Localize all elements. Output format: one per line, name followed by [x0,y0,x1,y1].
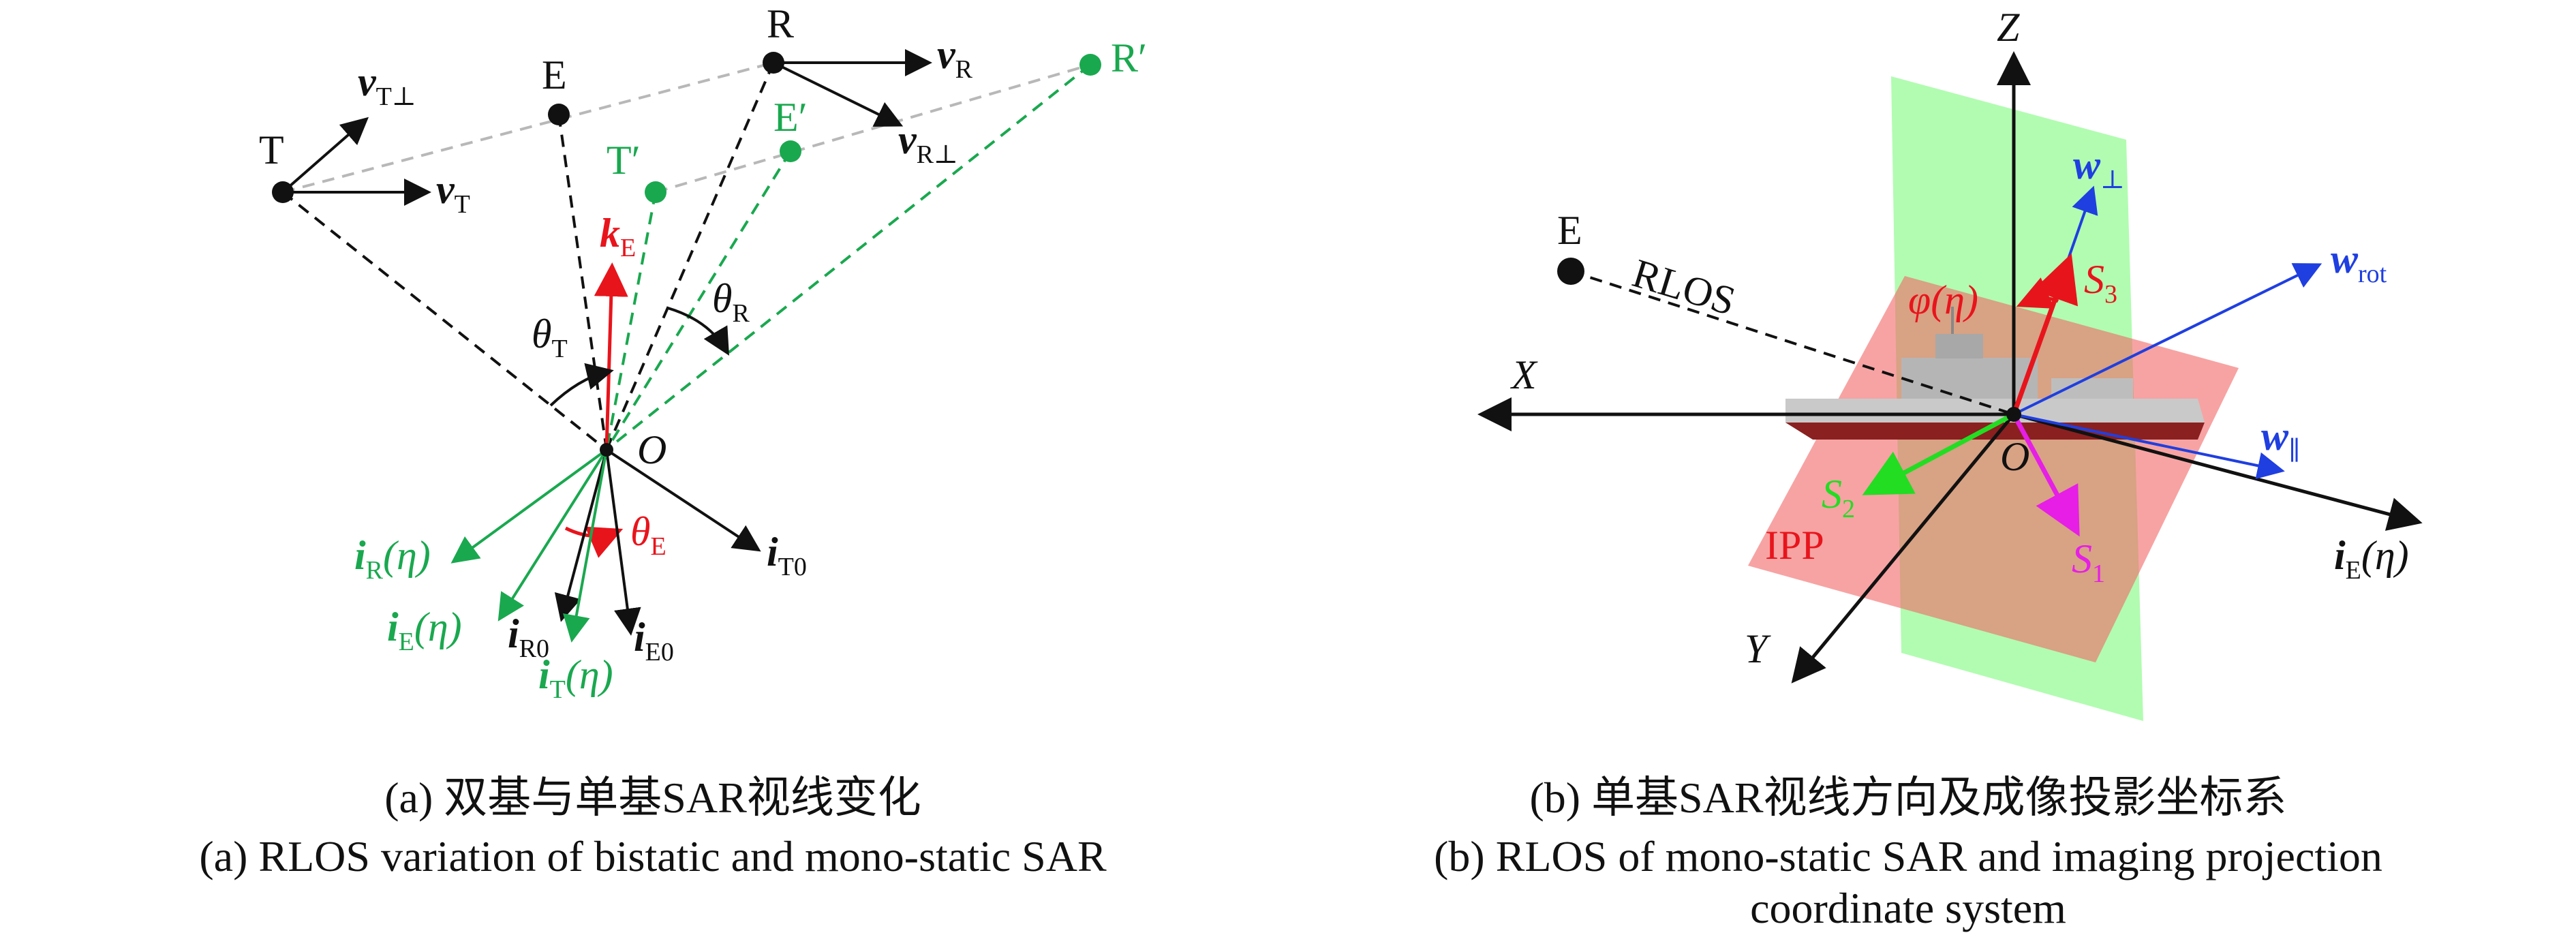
point-O-a [600,443,613,457]
label-v-T-perp: vT⊥ [358,59,416,111]
i-R0-arrow [554,449,608,622]
label-S1: S1 [2072,536,2105,588]
w-par-arrow [2013,413,2285,479]
theta-R-arc [667,307,730,356]
los-Tp-O [605,191,657,450]
point-E [548,104,570,125]
label-Tp: T′ [607,138,641,183]
point-R [763,52,784,74]
caption-a-en: (a) RLOS variation of bistatic and mono-… [199,832,1107,880]
point-O-b [2006,407,2021,422]
label-i-E0: iE0 [634,615,674,666]
label-i-R0: iR0 [508,611,549,663]
label-S3: S3 [2084,257,2117,309]
panel-a: T E R T′ E′ R′ O vT⊥ vT vR vR⊥ kE θT θR … [199,1,1147,880]
label-O-a: O [637,427,666,472]
theta-T-arc [549,363,614,407]
label-E-b: E [1557,208,1582,253]
S2-arrow [1862,412,2015,495]
label-Z: Z [1997,5,2020,50]
i-T0-arrow [605,448,761,552]
label-w-rot: wrot [2331,236,2387,288]
v-R-perp-arrow [773,61,904,127]
baseline-Tp-Rp [655,63,1091,194]
label-theta-R: θR [712,276,750,328]
k-E-arrow [594,262,628,450]
i-R-eta-arrow [450,448,608,564]
label-i-R-eta: iR(η) [354,533,431,585]
point-E-b [1557,258,1584,285]
label-ipp: IPP [1765,523,1824,568]
i-E-eta-arrow [497,448,608,622]
caption-a-cn: (a) 双基与单基SAR视线变化 [384,773,921,822]
panel-b: Z X Y O E RLOS φ(η) S3 S2 S1 w⊥ wrot w∥ … [1434,5,2423,932]
label-v-R: vR [937,32,973,84]
i-T-eta-arrow [563,449,608,643]
label-E: E [542,52,567,97]
caption-b-en-1: (b) RLOS of mono-static SAR and imaging … [1434,832,2382,880]
v-T-perp-arrow [281,117,369,194]
label-theta-T: θT [532,311,568,363]
label-Rp: R′ [1111,35,1147,80]
label-w-perp: w⊥ [2073,142,2125,194]
label-rlos: RLOS [1627,250,1741,324]
label-v-T: vT [436,167,470,219]
phi-arc [2016,277,2059,309]
label-i-T0: iT0 [767,530,807,581]
los-T-O [281,191,608,451]
point-Rp [1079,54,1101,76]
caption-b-en-2: coordinate system [1750,884,2066,932]
label-Y: Y [1745,626,1771,671]
S1-arrow [2011,413,2080,537]
point-T [272,181,294,203]
point-Tp [645,181,666,203]
ship-image [1785,307,2205,440]
label-i-E-b: iE(η) [2334,533,2409,585]
caption-b-cn: (b) 单基SAR视线方向及成像投影坐标系 [1529,773,2286,822]
label-X: X [1510,352,1538,397]
label-k-E: kE [600,211,636,262]
point-Ep [780,140,801,162]
axis-Y [1791,413,2015,684]
rlos-line [1570,270,2014,416]
label-R: R [767,1,794,46]
label-theta-E: θE [630,509,666,561]
axis-i-E [2013,412,2423,531]
los-Ep-O [605,150,792,451]
label-O-b: O [2000,434,2029,479]
los-R-O [605,62,775,450]
S3-arrow [2011,253,2079,416]
label-i-E-eta: iE(η) [387,604,462,656]
label-S2: S2 [1822,472,1855,523]
los-E-O [557,114,608,450]
label-T: T [259,127,284,172]
ipp-plane [1748,276,2239,662]
baseline-T-R [282,61,774,194]
w-rot-arrow [2013,263,2322,416]
label-v-R-perp: vR⊥ [898,117,958,169]
los-Rp-O [605,63,1092,451]
label-phi: φ(η) [1908,277,1978,322]
i-E0-arrow [605,449,641,636]
label-i-T-eta: iT(η) [538,652,613,704]
label-w-par: w∥ [2261,414,2301,465]
label-Ep: E′ [773,95,808,140]
